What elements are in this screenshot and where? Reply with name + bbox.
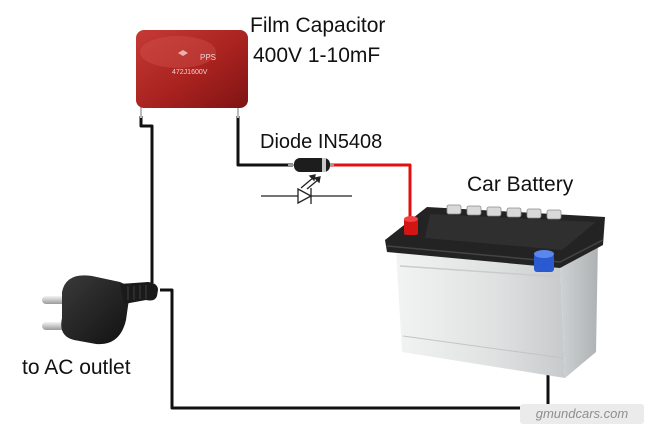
capacitor-brand: PPS [200, 53, 216, 62]
battery-label: Car Battery [467, 173, 574, 196]
ac-plug [42, 275, 158, 345]
wire-capacitor-to-diode [236, 116, 293, 167]
diode-symbol [261, 174, 352, 205]
capacitor-rating-label: 400V 1-10mF [253, 44, 381, 67]
battery-case [396, 250, 565, 378]
wire-capacitor-to-plug [139, 116, 154, 283]
watermark: gmundcars.com [520, 404, 644, 424]
capacitor-body [136, 30, 248, 108]
diode-label: Diode IN5408 [260, 131, 383, 153]
capacitor-code: 472J1600V [172, 69, 208, 76]
positive-terminal [404, 219, 418, 235]
diode [288, 158, 334, 172]
ac-outlet-label: to AC outlet [22, 356, 131, 379]
plug-body [61, 275, 130, 345]
diode-band [322, 158, 326, 172]
negative-terminal [534, 254, 554, 272]
diode-body [294, 158, 330, 172]
capacitor-title-label: Film Capacitor [250, 14, 386, 37]
battery-cell-caps [446, 204, 562, 220]
battery-case-side [560, 240, 598, 378]
film-capacitor: PPS 472J1600V [136, 30, 248, 118]
wire-diode-to-positive [330, 163, 412, 220]
car-battery [385, 204, 605, 378]
